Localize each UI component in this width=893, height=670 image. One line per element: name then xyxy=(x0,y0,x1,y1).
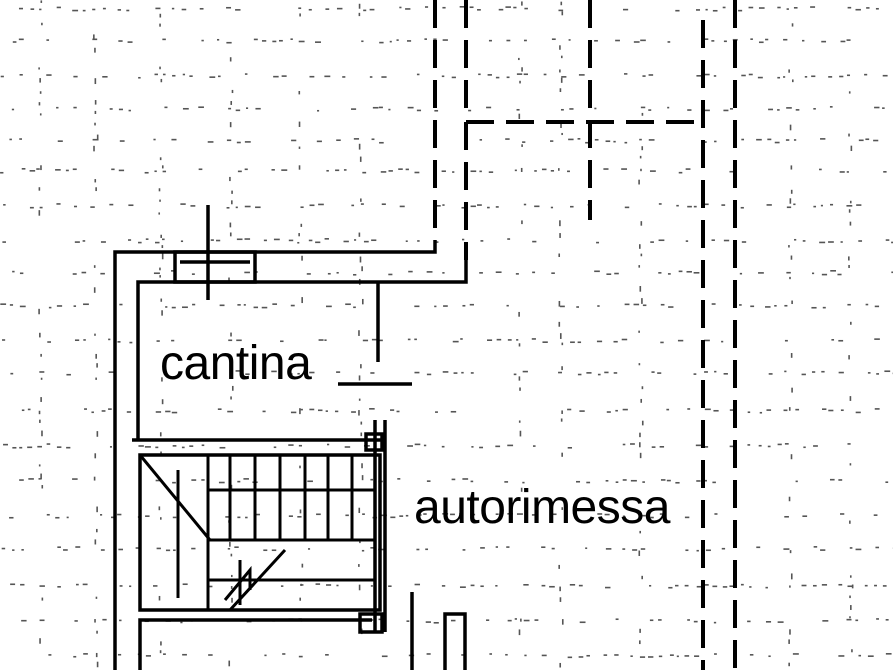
staircase xyxy=(138,454,375,612)
room-label-cantina: cantina xyxy=(160,337,312,390)
dashed-building-outline xyxy=(433,0,737,670)
room-label-autorimessa: autorimessa xyxy=(414,481,670,534)
walls xyxy=(113,205,468,670)
